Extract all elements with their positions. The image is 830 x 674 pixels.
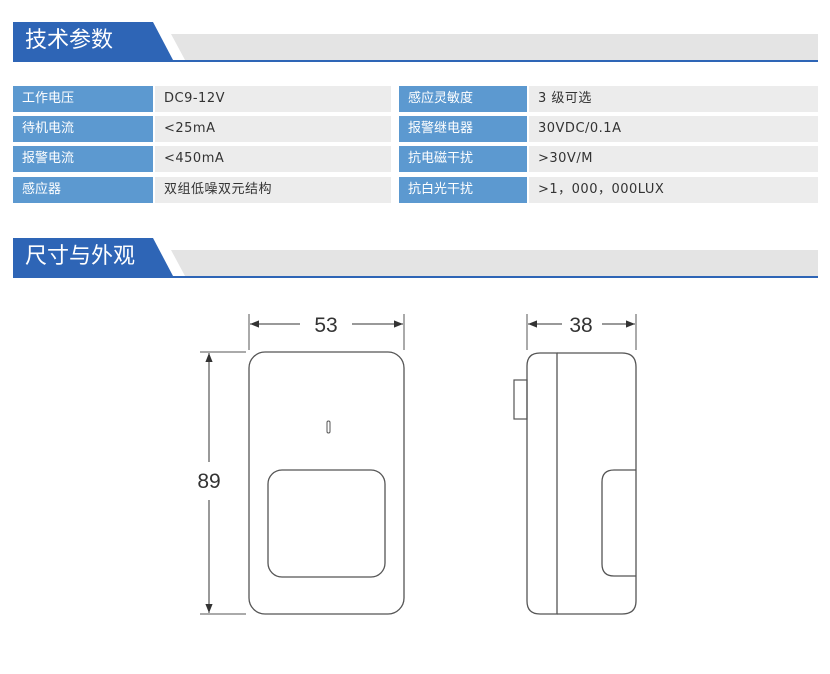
tech-section-header: 技术参数 [13,22,818,64]
spec-label: 待机电流 [13,116,153,142]
spec-label: 抗电磁干扰 [399,146,527,172]
spec-value: 双组低噪双元结构 [155,177,391,203]
height-dimension-label: 89 [197,470,220,493]
depth-dimension-label: 38 [569,314,592,337]
width-dimension-label: 53 [314,314,337,337]
spec-label: 感应器 [13,177,153,203]
spec-row: 感应器 双组低噪双元结构 抗白光干扰 >1，000，000LUX [13,177,818,203]
side-sensor-window [601,469,636,577]
spec-label: 感应灵敏度 [399,86,527,112]
spec-row: 报警电流 <450mA 抗电磁干扰 >30V/M [13,146,818,172]
spec-row: 待机电流 <25mA 报警继电器 30VDC/0.1A [13,116,818,142]
sensor-window [267,469,386,578]
header-bar [171,34,818,60]
mount-tab [513,379,528,420]
spec-label: 抗白光干扰 [399,177,527,203]
tech-section-title: 技术参数 [13,22,173,60]
header-rule [13,60,818,62]
spec-label: 报警继电器 [399,116,527,142]
size-section-header: 尺寸与外观 [13,238,818,280]
led-indicator [326,420,331,434]
spec-label: 报警电流 [13,146,153,172]
side-back-shell [526,352,558,615]
spec-value: >30V/M [529,146,818,172]
front-view: 53 89 [197,314,405,615]
spec-value: <450mA [155,146,391,172]
spec-value: 3 级可选 [529,86,818,112]
size-section-title: 尺寸与外观 [13,238,173,276]
spec-value: <25mA [155,116,391,142]
header-rule [13,276,818,278]
side-view: 38 [513,314,637,615]
header-bar [171,250,818,276]
spec-row: 工作电压 DC9-12V 感应灵敏度 3 级可选 [13,86,818,112]
front-body-outline [248,351,405,615]
spec-value: 30VDC/0.1A [529,116,818,142]
spec-value: DC9-12V [155,86,391,112]
spec-value: >1，000，000LUX [529,177,818,203]
side-front-shell [557,352,637,615]
spec-label: 工作电压 [13,86,153,112]
